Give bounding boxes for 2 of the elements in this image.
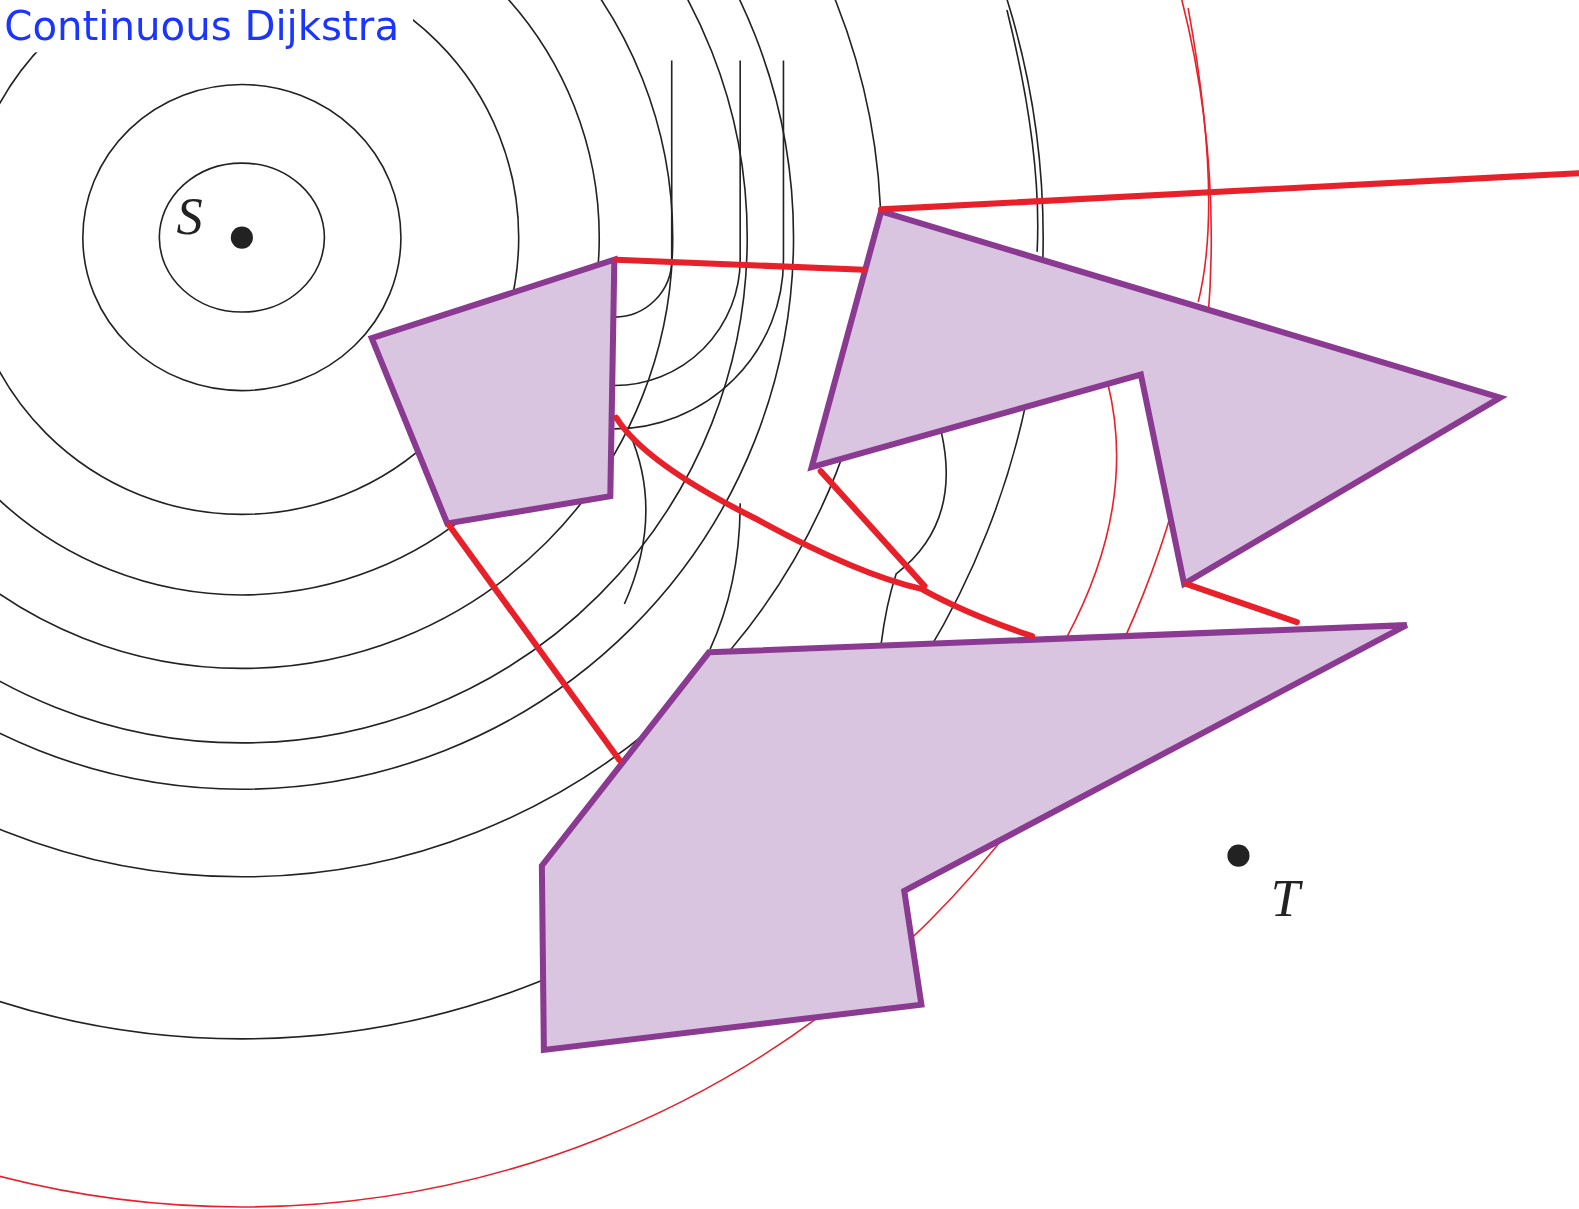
- title: Continuous Dijkstra: [4, 3, 400, 50]
- point-label: S: [176, 186, 203, 245]
